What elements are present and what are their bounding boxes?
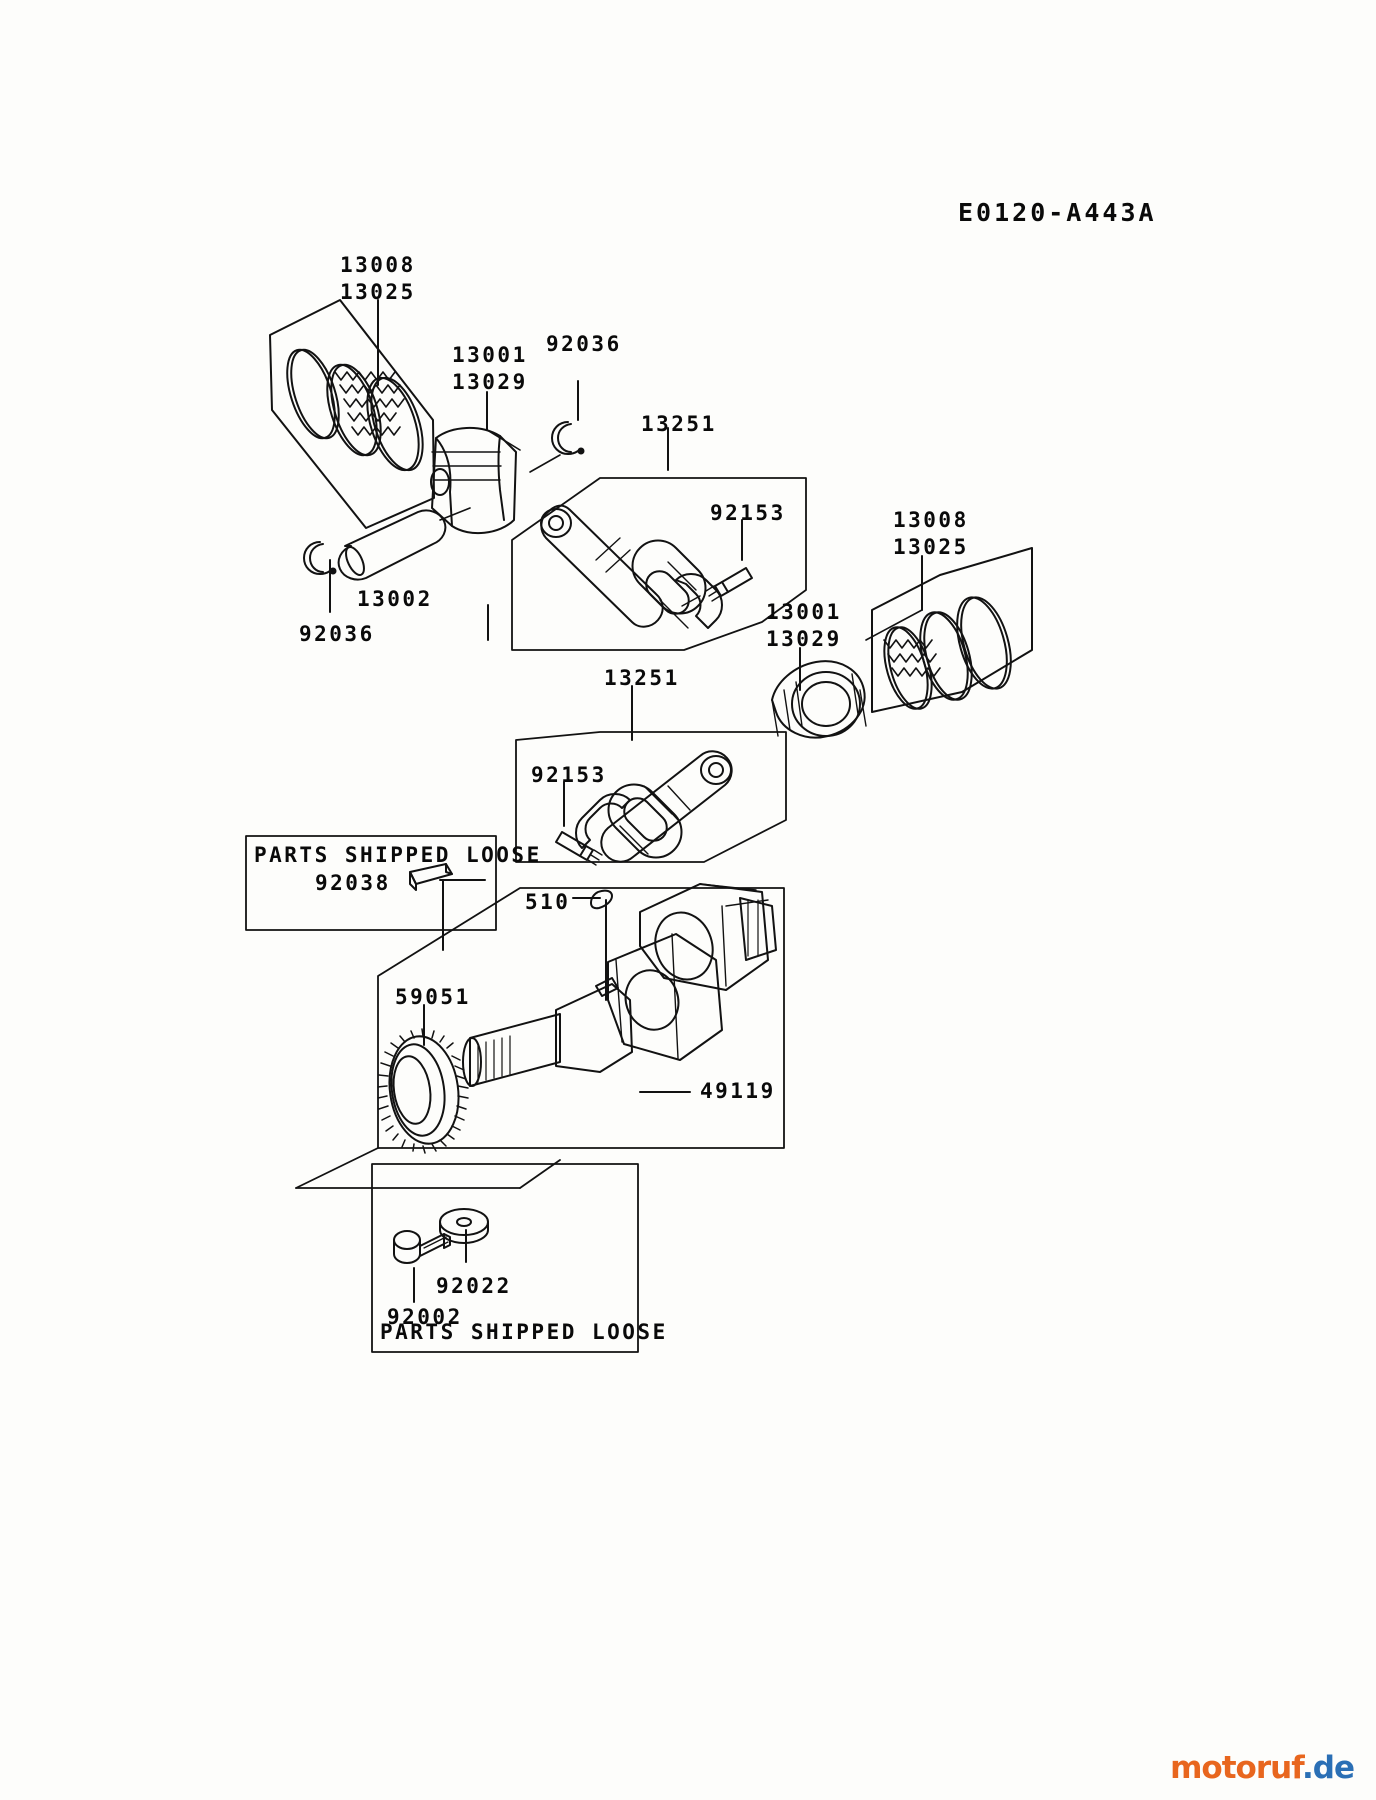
diagram-title: E0120-A443A [958,198,1157,227]
callout-13008-right: 13008 [893,508,969,532]
callout-59051: 59051 [395,985,471,1009]
note-parts-shipped-loose-top: PARTS SHIPPED LOOSE [254,843,542,867]
callout-92036-upper: 92036 [546,332,622,356]
watermark-suffix: .de [1302,1750,1355,1786]
callout-13025-left: 13025 [340,280,416,304]
callout-13001-right: 13001 [766,600,842,624]
callout-13001-left: 13001 [452,343,528,367]
callout-13251-upper: 13251 [641,412,717,436]
watermark-name: motoruf [1170,1750,1303,1786]
callout-92038: 92038 [315,871,391,895]
callout-92153-lower: 92153 [531,763,607,787]
callout-13029-right: 13029 [766,627,842,651]
callout-13008-left: 13008 [340,253,416,277]
note-parts-shipped-loose-bottom: PARTS SHIPPED LOOSE [380,1320,668,1344]
callout-13002: 13002 [357,587,433,611]
callout-510: 510 [525,890,571,914]
callout-13025-right: 13025 [893,535,969,559]
callout-92002: 92002 [387,1305,463,1329]
callout-13251-lower: 13251 [604,666,680,690]
callout-49119: 49119 [700,1079,776,1103]
callout-92022: 92022 [436,1274,512,1298]
callout-92036-lower: 92036 [299,622,375,646]
callout-92153-upper: 92153 [710,501,786,525]
watermark: motoruf.de [1170,1750,1355,1786]
callout-13029-left: 13029 [452,370,528,394]
